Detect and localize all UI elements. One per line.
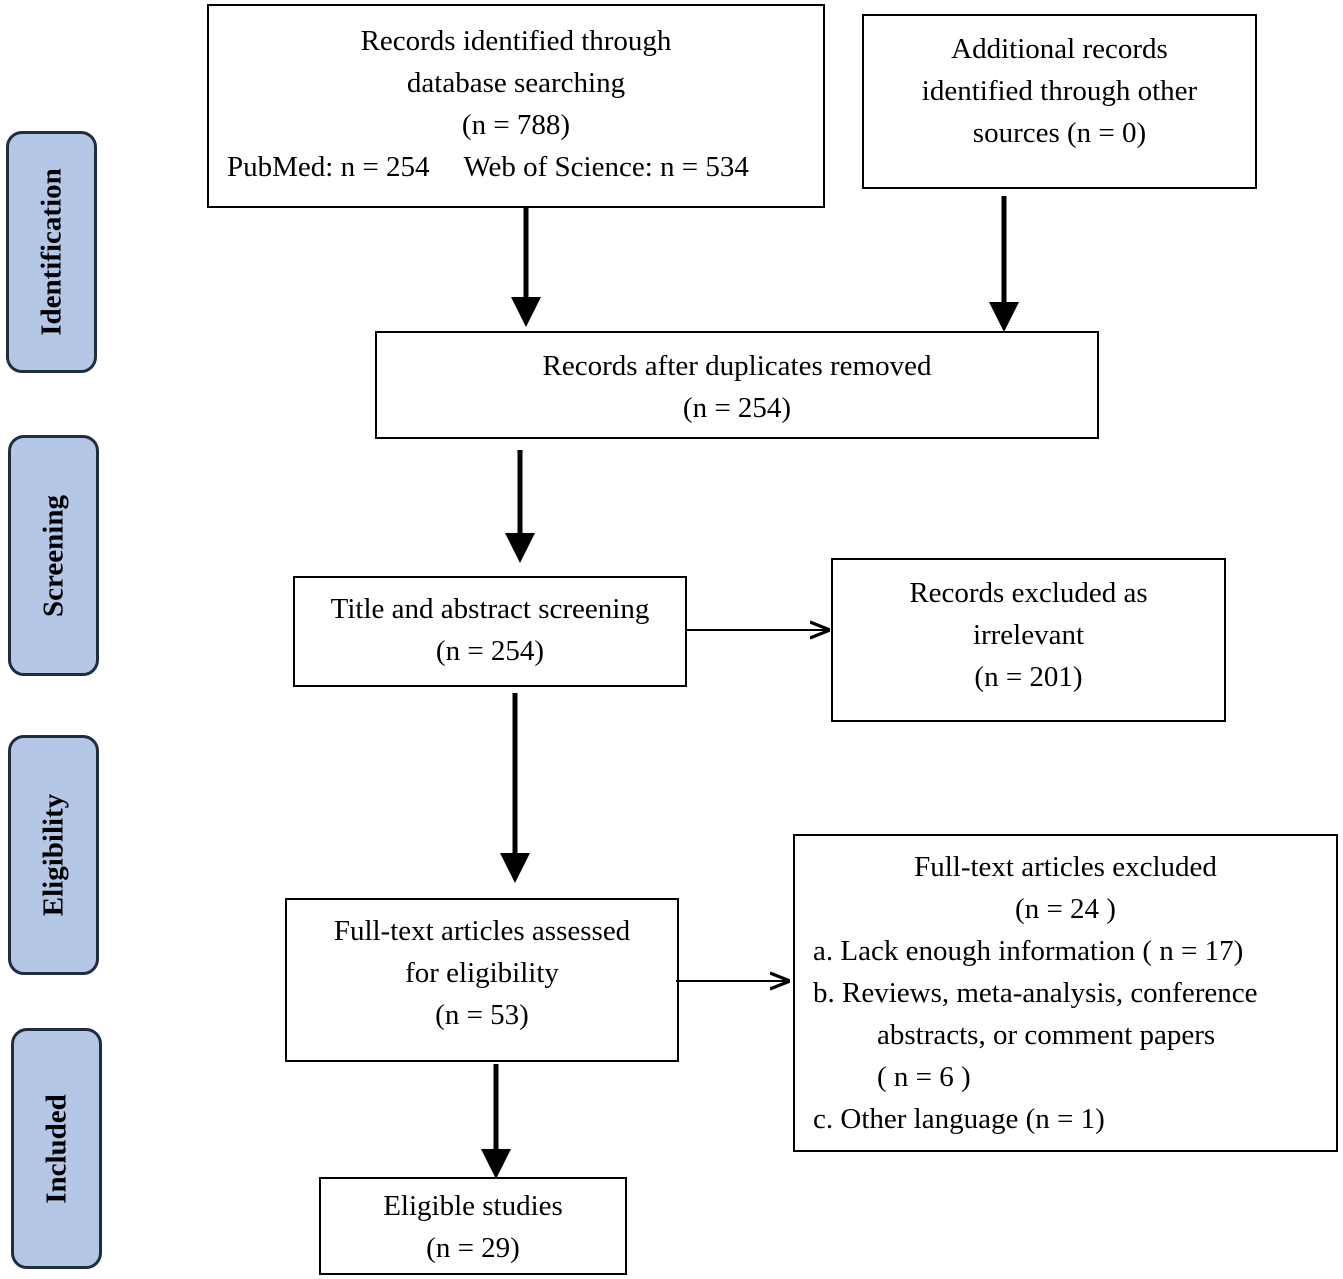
duplicates-removed-box: Records after duplicates removed (n = 25… <box>375 331 1099 439</box>
database-line-1: Records identified through <box>360 25 672 57</box>
exclusion-reason-c: c. Other language (n = 1) <box>813 1103 1105 1135</box>
exclusion-reason-b-cont: abstracts, or comment papers <box>877 1019 1216 1051</box>
eligible-line-1: Eligible studies <box>383 1190 563 1222</box>
stage-screening: Screening <box>8 435 99 676</box>
excluded-irrelevant-line-3: (n = 201) <box>974 661 1083 693</box>
screening-line-2: (n = 254) <box>435 635 545 667</box>
duplicates-line-1: Records after duplicates removed <box>542 350 932 382</box>
screening-box: Title and abstract screening (n = 254) <box>293 576 687 687</box>
duplicates-line-2: (n = 254) <box>682 392 792 424</box>
fulltext-excluded-box: Full-text articles excluded (n = 24 ) a.… <box>793 834 1338 1152</box>
eligible-studies-box: Eligible studies (n = 29) <box>319 1177 627 1275</box>
exclusion-reason-b-count: ( n = 6 ) <box>877 1061 971 1093</box>
other-sources-line-2: identified through other <box>921 75 1198 107</box>
excluded-irrelevant-line-2: irrelevant <box>972 619 1085 651</box>
pubmed-count: PubMed: n = 254 <box>227 151 430 183</box>
stage-identification: Identification <box>6 131 97 373</box>
fulltext-line-3: (n = 53) <box>435 999 529 1031</box>
wos-count: Web of Science: n = 534 <box>463 151 749 183</box>
database-records-box: Records identified through database sear… <box>207 4 825 208</box>
stage-included: Included <box>11 1028 102 1269</box>
other-sources-line-3: sources (n = 0) <box>972 117 1147 149</box>
database-count: (n = 788) <box>461 109 571 141</box>
exclusion-reason-a: a. Lack enough information ( n = 17) <box>813 935 1244 967</box>
other-sources-box: Additional records identified through ot… <box>862 14 1257 189</box>
other-sources-line-1: Additional records <box>951 33 1168 65</box>
exclusion-reason-b: b. Reviews, meta-analysis, conference <box>813 977 1258 1009</box>
database-sources: PubMed: n = 254 Web of Science: n = 534 <box>209 146 823 188</box>
database-line-2: database searching <box>406 67 626 99</box>
fulltext-excluded-line-2: (n = 24 ) <box>1015 893 1116 925</box>
fulltext-line-2: for eligibility <box>405 957 559 989</box>
fulltext-excluded-line-1: Full-text articles excluded <box>914 851 1217 883</box>
screening-line-1: Title and abstract screening <box>330 593 650 625</box>
fulltext-line-1: Full-text articles assessed <box>333 915 631 947</box>
excluded-irrelevant-box: Records excluded as irrelevant (n = 201) <box>831 558 1226 722</box>
excluded-irrelevant-line-1: Records excluded as <box>909 577 1148 609</box>
eligible-line-2: (n = 29) <box>426 1232 520 1264</box>
stage-eligibility: Eligibility <box>8 735 99 975</box>
